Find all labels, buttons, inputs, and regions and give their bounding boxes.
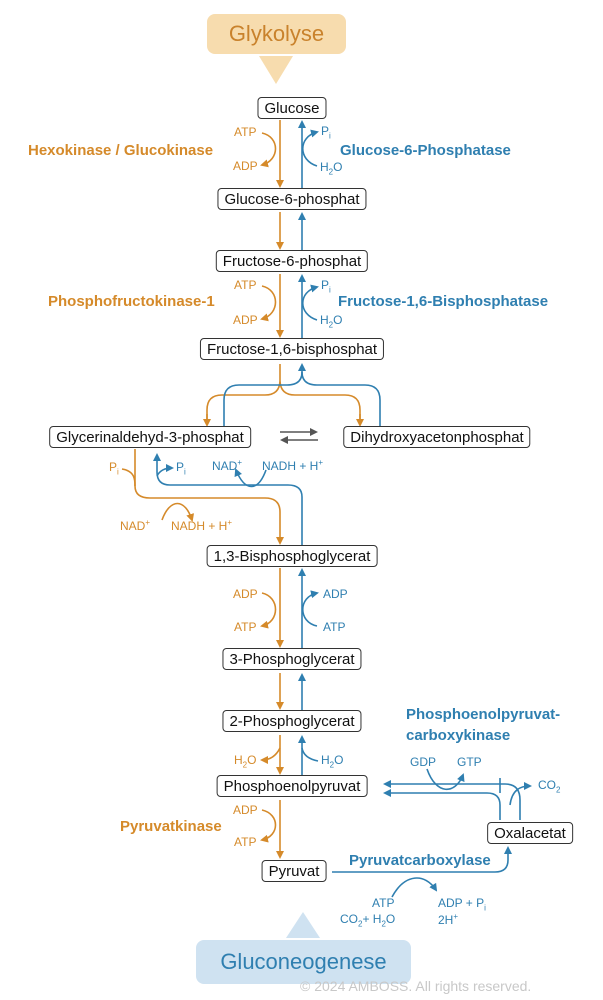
atp-adp-curve-hexokinase <box>260 132 277 168</box>
cofactor-pi: Pi <box>109 460 119 477</box>
pi-curve-gapdh-orange <box>121 468 136 487</box>
cofactor-co2: CO2 <box>538 778 561 795</box>
metabolite-fructose-6-phosphat: Fructose-6-phosphat <box>215 250 369 272</box>
cofactor-adp: ADP <box>233 587 258 601</box>
cofactor-pi: Pi <box>176 460 186 477</box>
copyright-notice: © 2024 AMBOSS. All rights reserved. <box>300 978 532 994</box>
cofactor-atp: ATP <box>234 125 257 139</box>
metabolite-phosphoenolpyruvat: Phosphoenolpyruvat <box>216 775 368 797</box>
enzyme-glucose-6-phosphatase: Glucose-6-Phosphatase <box>340 142 511 159</box>
arrow-to-pep-secondary <box>383 780 521 820</box>
cofactor-nad: NAD+ <box>212 458 243 473</box>
metabolite-1-3-bisphosphoglycerat: 1,3-Bisphosphoglycerat <box>206 545 378 567</box>
enzyme-phosphofructokinase-1: Phosphofructokinase-1 <box>48 293 215 310</box>
cofactor-pi: Pi <box>321 278 331 295</box>
cofactor-atp: ATP <box>234 620 257 634</box>
glykolyse-title: Glykolyse <box>207 14 346 54</box>
cofactor-atp: ATP <box>323 620 346 634</box>
cofactor-2h: 2H+ <box>438 912 459 927</box>
glykolyse-pointer <box>259 56 293 84</box>
enzyme-hexokinase-glucokinase: Hexokinase / Glucokinase <box>28 142 214 159</box>
cofactor-h2o: H2O <box>234 753 257 770</box>
enzyme-fructose-1-6-bisphosphatase: Fructose-1,6-Bisphosphatase <box>338 293 549 310</box>
metabolite-glucose: Glucose <box>257 97 327 119</box>
metabolite-glycerinaldehyd-3-phosphat: Glycerinaldehyd-3-phosphat <box>49 426 251 448</box>
arrow-pyruvat-to-oxalacetat <box>332 846 512 873</box>
gluconeogenese-pointer <box>286 912 320 938</box>
cofactor-atp: ATP <box>234 835 257 849</box>
metabolite-oxalacetat: Oxalacetat <box>487 822 573 844</box>
cofactor-h2o: H2O <box>321 753 344 770</box>
enzyme-pepck-line1: Phosphoenolpyruvat- <box>406 706 561 723</box>
adp-atp-curve-pk <box>260 809 277 843</box>
metabolite-fructose-1-6-bisphosphat: Fructose-1,6-bisphosphat <box>199 338 385 360</box>
nadh-nad-curve-blue <box>234 468 267 488</box>
metabolite-dihydroxyacetonphosphat: Dihydroxyacetonphosphat <box>343 426 531 448</box>
arrow-gap-to-13bpg <box>134 449 284 545</box>
cofactor-gtp: GTP <box>457 755 482 769</box>
cofactor-nad: NAD+ <box>120 518 151 533</box>
cofactor-adp: ADP <box>323 587 348 601</box>
cofactor-nadh: NADH + H+ <box>262 458 324 473</box>
nad-nadh-curve-orange <box>161 502 194 522</box>
cofactor-gdp: GDP <box>410 755 437 769</box>
atp-adp-curve-pgk-blue <box>301 590 319 627</box>
atp-adp-curve-pfk <box>260 285 277 322</box>
cofactor-atp: ATP <box>372 896 395 910</box>
cofactor-h2o: H2O <box>320 313 343 330</box>
metabolite-3-phosphoglycerat: 3-Phosphoglycerat <box>222 648 362 670</box>
cofactor-adp: ADP <box>233 313 258 327</box>
h2o-pi-curve-g6pase <box>301 129 319 167</box>
cofactor-nadh: NADH + H+ <box>171 518 233 533</box>
arrow-13bpg-to-gap <box>153 453 303 545</box>
aldolase-split-orange <box>206 364 361 424</box>
gluconeogenese-title: Gluconeogenese <box>196 940 411 984</box>
cofactor-adp: ADP <box>233 159 258 173</box>
gdp-gtp-curve-pepck <box>426 768 465 791</box>
adp-atp-curve-pgk <box>260 592 277 629</box>
enzyme-pyruvatcarboxylase: Pyruvatcarboxylase <box>349 852 491 869</box>
h2o-pi-curve-fbpase <box>301 284 319 321</box>
cofactor-h2o: H2O <box>320 160 343 177</box>
enzyme-pyruvatkinase: Pyruvatkinase <box>120 818 222 835</box>
arrow-oxalacetat-to-pep <box>383 789 501 820</box>
cofactor-adp-pi: ADP + Pi <box>438 896 486 913</box>
enzyme-pepck-line2: carboxykinase <box>406 727 511 744</box>
cofactor-co2-h2o: CO2+ H2O <box>340 912 396 929</box>
cofactor-pi: Pi <box>321 124 331 141</box>
h2o-curve-enolase-blue <box>301 747 319 762</box>
metabolite-pyruvat: Pyruvat <box>261 860 327 882</box>
metabolite-glucose-6-phosphat: Glucose-6-phosphat <box>217 188 367 210</box>
atp-adp-curve-pc <box>391 877 438 898</box>
h2o-curve-enolase-orange <box>260 747 281 764</box>
cofactor-adp: ADP <box>233 803 258 817</box>
aldolase-merge-blue <box>223 371 381 426</box>
co2-curve-pepck <box>509 782 532 806</box>
metabolite-2-phosphoglycerat: 2-Phosphoglycerat <box>222 710 362 732</box>
pi-curve-gapdh-blue <box>156 464 174 477</box>
cofactor-atp: ATP <box>234 278 257 292</box>
